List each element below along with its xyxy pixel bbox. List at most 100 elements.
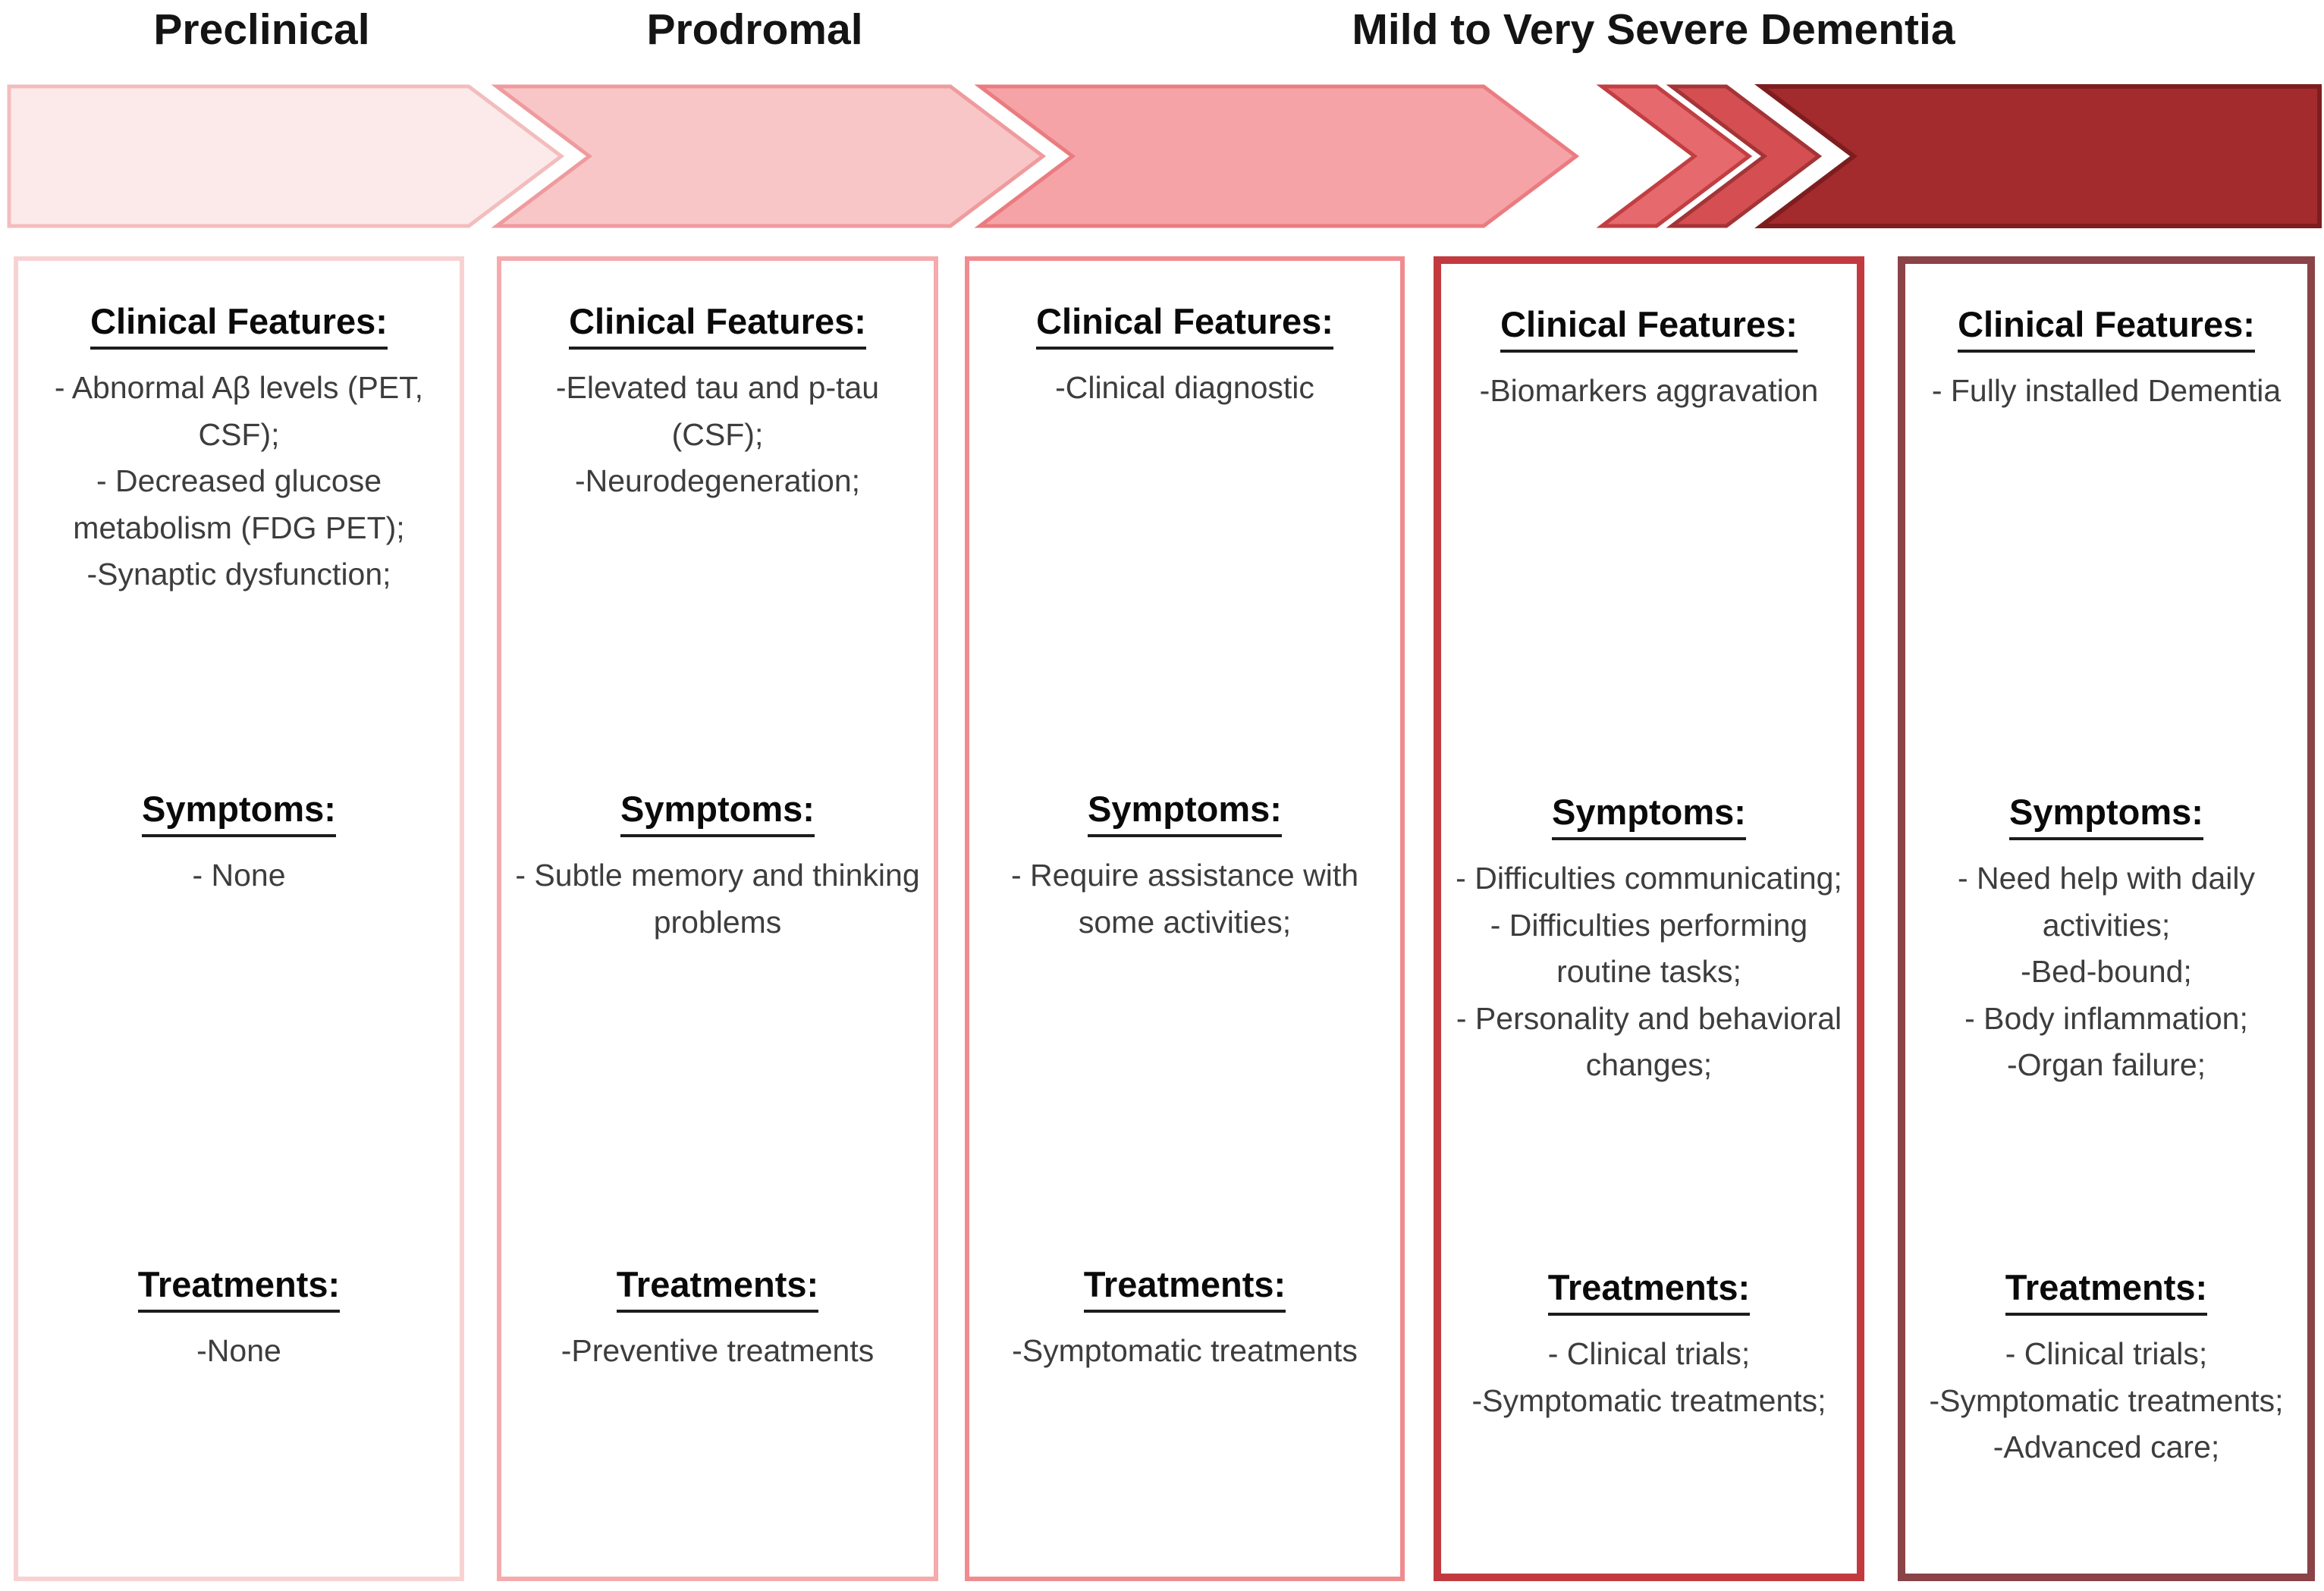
treatments-list: - Clinical trials; -Symptomatic treatment… (1910, 1331, 2303, 1471)
clinical-features-list: - Abnormal Aβ levels (PET, CSF); - Decrea… (23, 365, 455, 598)
bullet-line: - Fully installed Dementia (1931, 373, 2282, 408)
treatments-heading: Treatments: (23, 1263, 455, 1313)
symptoms-heading-text: Symptoms: (1088, 789, 1282, 837)
bullet-line: - Body inflammation; (1964, 1000, 2248, 1036)
clinical-features-heading-text: Clinical Features: (1036, 301, 1333, 350)
treatments-heading-text: Treatments: (616, 1264, 819, 1313)
clinical-features-heading: Clinical Features: (506, 300, 929, 350)
very-severe-dementia-block (1754, 84, 2322, 228)
symptoms-heading-text: Symptoms: (620, 789, 815, 837)
bullet-line: -None (196, 1333, 281, 1368)
bullet-line: -Advanced care; (1993, 1429, 2220, 1464)
treatments-section: Treatments: -Preventive treatments (506, 1263, 929, 1375)
symptoms-list: - Subtle memory and thinking problems (506, 852, 929, 946)
symptoms-heading-text: Symptoms: (1552, 792, 1746, 840)
treatments-section: Treatments: -None (23, 1263, 455, 1375)
treatments-heading-text: Treatments: (2005, 1267, 2208, 1316)
bullet-line: -Biomarkers aggravation (1479, 373, 1819, 408)
symptoms-list: - Need help with daily activities; -Bed-b… (1910, 855, 2303, 1089)
symptoms-heading-text: Symptoms: (2009, 792, 2203, 840)
bullet-line: - Need help with daily activities; (1958, 861, 2255, 943)
stage-box-very-severe-dementia: Clinical Features: - Fully installed Dem… (1898, 256, 2315, 1581)
treatments-list: -Preventive treatments (506, 1328, 929, 1375)
symptoms-list: - Difficulties communicating; - Difficult… (1446, 855, 1852, 1089)
bullet-line: - Difficulties communicating; (1456, 861, 1842, 896)
treatments-heading: Treatments: (974, 1263, 1396, 1313)
clinical-features-section: Clinical Features: -Elevated tau and p-t… (506, 300, 929, 505)
mild-dementia-arrow (974, 84, 1580, 228)
bullet-line: -Synaptic dysfunction; (86, 557, 391, 592)
bullet-line: -Elevated tau and p-tau (CSF); (555, 370, 880, 452)
clinical-features-section: Clinical Features: - Fully installed Dem… (1910, 303, 2303, 415)
clinical-features-section: Clinical Features: -Clinical diagnostic (974, 300, 1396, 412)
bullet-line: - Abnormal Aβ levels (PET, CSF); (54, 370, 424, 452)
symptoms-heading: Symptoms: (506, 788, 929, 837)
treatments-section: Treatments: -Symptomatic treatments (974, 1263, 1396, 1375)
stage-box-moderate-severe-dementia: Clinical Features: -Biomarkers aggravati… (1434, 256, 1864, 1581)
bullet-line: - Clinical trials; (2005, 1336, 2208, 1371)
prodromal-arrow (491, 84, 1047, 228)
symptoms-heading: Symptoms: (974, 788, 1396, 837)
bullet-line: -Neurodegeneration; (574, 463, 861, 498)
bullet-line: -Symptomatic treatments (1012, 1333, 1358, 1368)
clinical-features-heading: Clinical Features: (1446, 303, 1852, 353)
clinical-features-section: Clinical Features: - Abnormal Aβ levels … (23, 300, 455, 598)
bullet-line: - None (192, 858, 286, 893)
bullet-line: -Preventive treatments (561, 1333, 875, 1368)
preclinical-arrow (7, 84, 565, 228)
bullet-line: - Decreased glucose metabolism (FDG PET)… (73, 463, 405, 545)
treatments-heading: Treatments: (506, 1263, 929, 1313)
severe-dementia-chevron (1666, 84, 1823, 228)
symptoms-section: Symptoms: - Need help with daily activit… (1910, 791, 2303, 1089)
symptoms-section: Symptoms: - Require assistance with some… (974, 788, 1396, 946)
bullet-line: - Require assistance with some activitie… (1010, 858, 1359, 940)
treatments-list: - Clinical trials; -Symptomatic treatment… (1446, 1331, 1852, 1424)
clinical-features-heading: Clinical Features: (1910, 303, 2303, 353)
symptoms-heading: Symptoms: (1446, 791, 1852, 840)
treatments-heading-text: Treatments: (1083, 1264, 1286, 1313)
bullet-line: -Symptomatic treatments; (1929, 1382, 2284, 1418)
clinical-features-heading: Clinical Features: (23, 300, 455, 350)
stage-label-dementia: Mild to Very Severe Dementia (1352, 5, 1955, 54)
clinical-features-list: -Biomarkers aggravation (1446, 368, 1852, 415)
treatments-heading-text: Treatments: (1547, 1267, 1751, 1316)
moderate-dementia-chevron (1596, 84, 1753, 228)
symptoms-list: - None (23, 852, 455, 899)
stage-box-preclinical: Clinical Features: - Abnormal Aβ levels … (14, 256, 464, 1581)
symptoms-heading-text: Symptoms: (142, 789, 336, 837)
bullet-line: -Bed-bound; (2021, 954, 2192, 989)
symptoms-section: Symptoms: - Subtle memory and thinking p… (506, 788, 929, 946)
clinical-features-list: -Clinical diagnostic (974, 365, 1396, 412)
clinical-features-list: -Elevated tau and p-tau (CSF); -Neurodege… (506, 365, 929, 505)
treatments-section: Treatments: - Clinical trials; -Symptomat… (1910, 1266, 2303, 1471)
treatments-list: -Symptomatic treatments (974, 1328, 1396, 1375)
progression-arrow-band (7, 84, 2322, 228)
clinical-features-heading: Clinical Features: (974, 300, 1396, 350)
symptoms-heading: Symptoms: (23, 788, 455, 837)
treatments-list: -None (23, 1328, 455, 1375)
symptoms-section: Symptoms: - Difficulties communicating;-… (1446, 791, 1852, 1089)
symptoms-list: - Require assistance with some activitie… (974, 852, 1396, 946)
bullet-line: -Symptomatic treatments; (1471, 1382, 1826, 1418)
clinical-features-heading-text: Clinical Features: (90, 301, 388, 350)
stage-box-mild-dementia: Clinical Features: -Clinical diagnostic … (965, 256, 1405, 1581)
clinical-features-list: - Fully installed Dementia (1910, 368, 2303, 415)
stage-label-preclinical: Preclinical (153, 5, 370, 54)
treatments-heading-text: Treatments: (137, 1264, 341, 1313)
treatments-section: Treatments: - Clinical trials; -Symptomat… (1446, 1266, 1852, 1424)
bullet-line: -Organ failure; (2006, 1047, 2206, 1082)
clinical-features-heading-text: Clinical Features: (1958, 304, 2255, 353)
treatments-heading: Treatments: (1910, 1266, 2303, 1316)
symptoms-heading: Symptoms: (1910, 791, 2303, 840)
bullet-line: - Personality and behavioral changes; (1456, 1000, 1842, 1083)
bullet-line: - Clinical trials; (1547, 1336, 1751, 1371)
bullet-line: - Subtle memory and thinking problems (515, 858, 920, 940)
clinical-features-heading-text: Clinical Features: (569, 301, 866, 350)
clinical-features-heading-text: Clinical Features: (1500, 304, 1798, 353)
stage-box-prodromal: Clinical Features: -Elevated tau and p-t… (497, 256, 938, 1581)
bullet-line: - Difficulties performing routine tasks; (1490, 907, 1808, 990)
symptoms-section: Symptoms: - None (23, 788, 455, 899)
stage-label-prodromal: Prodromal (646, 5, 863, 54)
treatments-heading: Treatments: (1446, 1266, 1852, 1316)
clinical-features-section: Clinical Features: -Biomarkers aggravati… (1446, 303, 1852, 415)
